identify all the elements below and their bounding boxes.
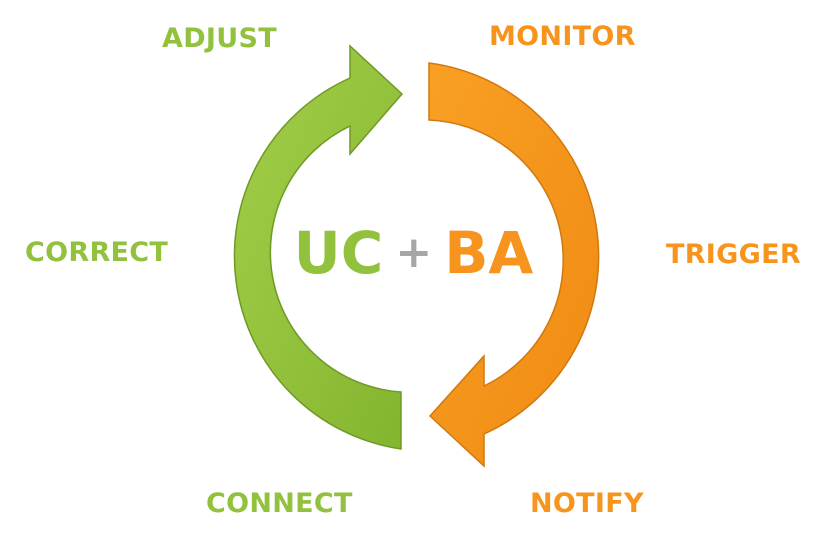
green-cycle-arrow (233, 44, 404, 450)
label-notify: NOTIFY (530, 488, 644, 519)
label-connect: CONNECT (206, 488, 353, 519)
center-plus: + (395, 227, 433, 278)
orange-cycle-arrow (428, 62, 600, 468)
label-correct: CORRECT (25, 237, 169, 268)
center-formula: UC+BA (0, 224, 827, 282)
center-ba: BA (444, 219, 534, 287)
center-uc: UC (293, 219, 384, 287)
label-trigger: TRIGGER (666, 239, 801, 270)
label-monitor: MONITOR (489, 21, 636, 52)
label-adjust: ADJUST (162, 23, 277, 54)
